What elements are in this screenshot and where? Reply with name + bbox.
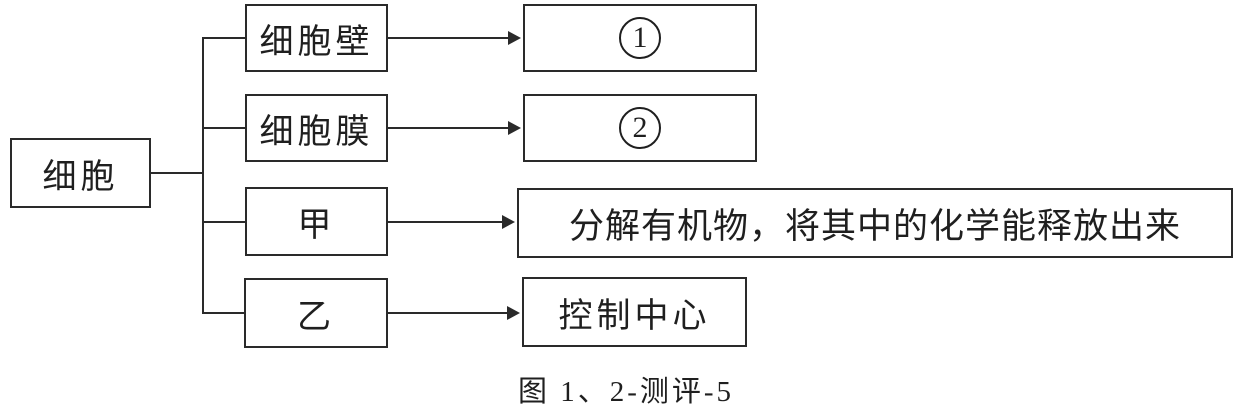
arrow-head-icon (508, 121, 521, 135)
root-connector-line (151, 172, 204, 174)
arrow-shaft (388, 221, 503, 223)
part-node-yi: 乙 (244, 278, 388, 348)
part-node-label: 细胞壁 (259, 23, 374, 61)
arrow-head-icon (502, 215, 515, 229)
arrow-shaft (388, 127, 509, 129)
arrow-shaft (388, 312, 508, 314)
part-node-label: 细胞膜 (259, 113, 374, 151)
arrow-shaft (388, 37, 509, 39)
branch-line-row1 (204, 37, 245, 39)
circled-number-digit: 1 (632, 21, 648, 54)
function-node-text: 分解有机物，将其中的化学能释放出来 (568, 206, 1181, 246)
part-node-jia: 甲 (245, 187, 388, 256)
branch-trunk-line (202, 37, 204, 314)
arrow-head-icon (507, 306, 520, 320)
circled-number-icon: 2 (619, 107, 661, 149)
circled-number-digit: 2 (632, 111, 648, 144)
function-node-decompose: 分解有机物，将其中的化学能释放出来 (517, 188, 1233, 258)
circled-number-icon: 1 (619, 17, 661, 59)
branch-line-row2 (204, 127, 245, 129)
figure-caption: 图 1、2-测评-5 (517, 376, 735, 408)
part-node-cell-wall: 细胞壁 (245, 4, 388, 72)
arrow-row2 (388, 121, 521, 135)
part-node-label: 甲 (297, 207, 336, 244)
function-node-1: 1 (523, 4, 757, 72)
arrow-row4 (388, 306, 520, 320)
part-node-cell-membrane: 细胞膜 (245, 94, 388, 162)
arrow-row1 (388, 31, 521, 45)
function-node-text: 控制中心 (558, 297, 711, 335)
branch-line-row4 (204, 312, 245, 314)
function-node-control-center: 控制中心 (522, 277, 747, 347)
part-node-label: 乙 (297, 298, 335, 336)
root-node-cell: 细胞 (10, 138, 151, 208)
branch-line-row3 (204, 221, 245, 223)
root-node-label: 细胞 (42, 158, 119, 196)
arrow-row3 (388, 215, 515, 229)
arrow-head-icon (508, 31, 521, 45)
function-node-2: 2 (523, 94, 757, 162)
